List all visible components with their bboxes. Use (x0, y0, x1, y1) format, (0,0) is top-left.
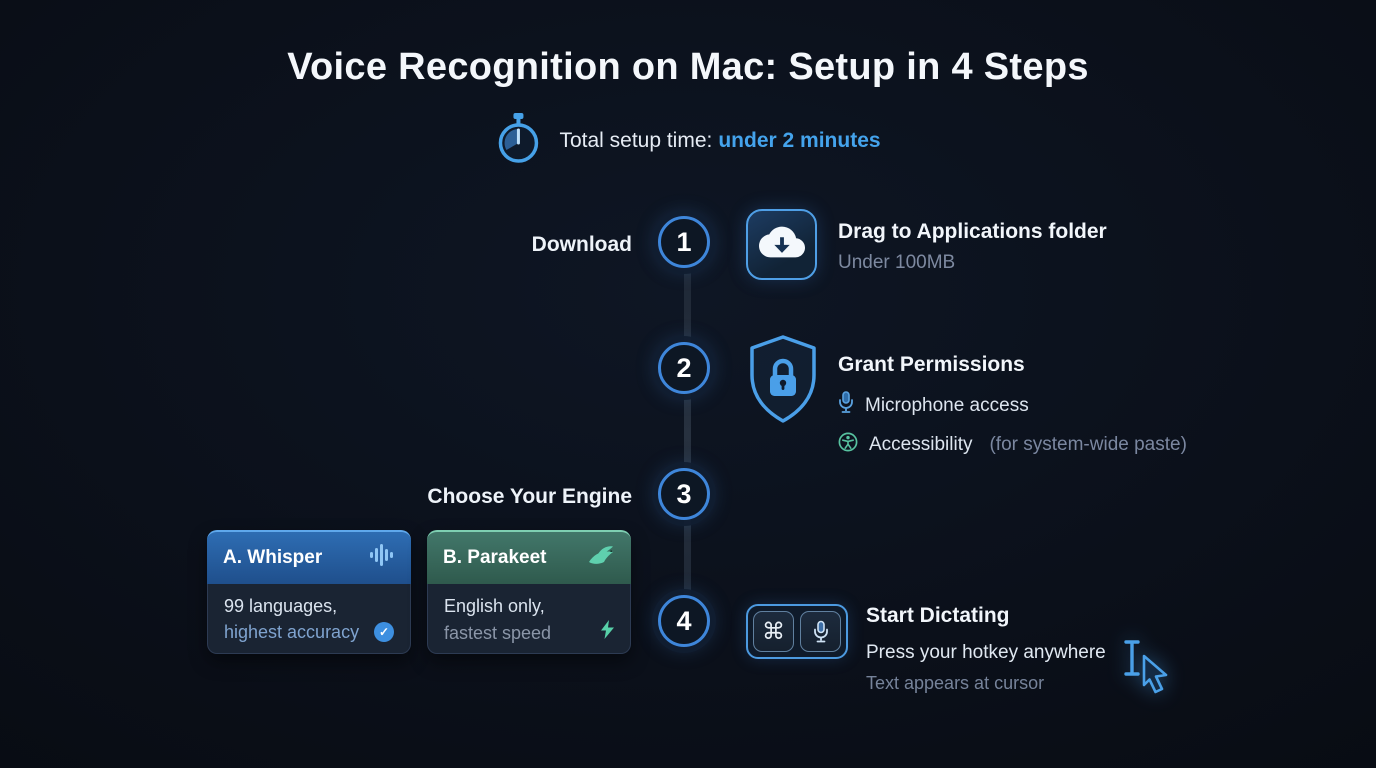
step-2-title: Grant Permissions (838, 353, 1025, 376)
text-cursor-icon (1120, 636, 1174, 701)
whisper-line1: 99 languages, (224, 596, 338, 616)
command-key: ⌘ (753, 611, 794, 652)
microphone-icon (838, 391, 854, 420)
cloud-download-icon (758, 224, 805, 265)
step-4-line1: Press your hotkey anywhere (866, 642, 1106, 663)
accessibility-icon (838, 432, 858, 458)
engine-card-parakeet: B. Parakeet English only, fastest speed (427, 530, 631, 654)
waveform-icon (369, 543, 395, 573)
mic-key (800, 611, 841, 652)
step-3-side-label: Choose Your Engine (427, 485, 632, 508)
parakeet-card-label: B. Parakeet (443, 547, 547, 568)
download-tile (746, 209, 817, 280)
step-1-subtitle: Under 100MB (838, 252, 956, 273)
bullet-accessibility: Accessibility (for system-wide paste) (838, 432, 1187, 458)
lightning-icon (601, 620, 614, 645)
setup-time-label: Total setup time: (559, 128, 713, 152)
whisper-card-body: 99 languages, highest accuracy ✓ (207, 584, 411, 654)
bullet-accessibility-note: (for system-wide paste) (989, 434, 1187, 455)
bullet-microphone-text: Microphone access (865, 394, 1029, 416)
parakeet-line1: English only, (444, 596, 545, 616)
bird-icon (587, 543, 615, 573)
step-4-text: Start Dictating Press your hotkey anywhe… (866, 602, 1106, 695)
step-4-number: 4 (658, 595, 710, 647)
setup-time-row: Total setup time:under 2 minutes (495, 112, 881, 169)
step-3-number: 3 (658, 468, 710, 520)
step-1-number: 1 (658, 216, 710, 268)
bullet-microphone: Microphone access (838, 391, 1187, 420)
shield-lock-icon (744, 333, 822, 432)
step-2-number: 2 (658, 342, 710, 394)
step-4-title: Start Dictating (866, 604, 1010, 627)
parakeet-line2: fastest speed (444, 622, 552, 643)
whisper-card-header: A. Whisper (207, 530, 411, 584)
bullet-accessibility-text: Accessibility (869, 434, 973, 455)
step-2-text: Grant Permissions Microphone access (838, 351, 1187, 458)
checkmark-badge-icon: ✓ (374, 622, 394, 642)
setup-time-value: under 2 minutes (718, 128, 881, 152)
timeline-line (684, 245, 691, 624)
step-1-text: Drag to Applications folder Under 100MB (838, 218, 1107, 276)
whisper-card-label: A. Whisper (223, 547, 323, 568)
step-1-title: Drag to Applications folder (838, 220, 1107, 243)
parakeet-card-body: English only, fastest speed (427, 584, 631, 654)
hotkey-keys: ⌘ (746, 604, 848, 659)
whisper-line2: highest accuracy (224, 622, 360, 642)
step-4-line2: Text appears at cursor (866, 673, 1045, 693)
setup-time-text: Total setup time:under 2 minutes (559, 129, 880, 153)
engine-card-whisper: A. Whisper 99 languages, highest accurac… (207, 530, 411, 654)
page-title: Voice Recognition on Mac: Setup in 4 Ste… (287, 46, 1089, 88)
step-1-side-label: Download (531, 233, 632, 256)
parakeet-card-header: B. Parakeet (427, 530, 631, 584)
stopwatch-icon (495, 112, 541, 169)
